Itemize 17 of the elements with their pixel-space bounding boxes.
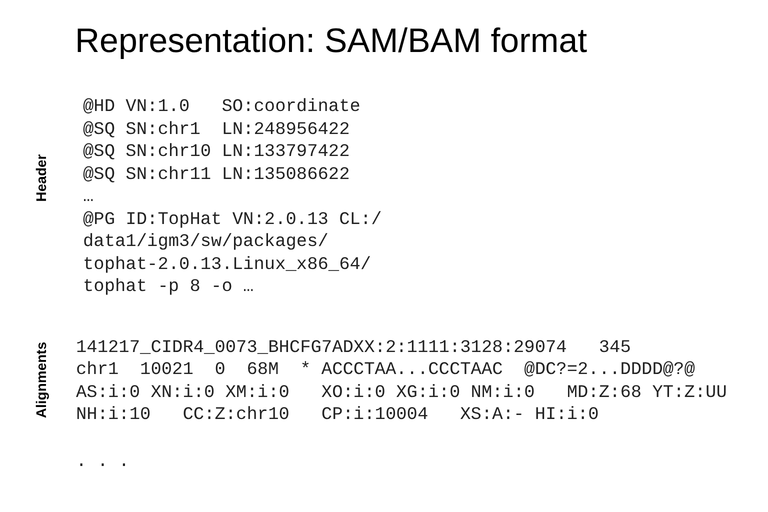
code-line: @PG ID:TopHat VN:2.0.13 CL:/ <box>83 209 382 231</box>
code-line: @SQ SN:chr10 LN:133797422 <box>83 141 350 163</box>
slide-title: Representation: SAM/BAM format <box>75 22 588 61</box>
code-line: NH:i:10 CC:Z:chr10 CP:i:10004 XS:A:- HI:i:0 <box>76 404 599 426</box>
code-line: chr1 10021 0 68M * ACCCTAA...CCCTAAC @DC?=2...DDDD@?@ <box>76 359 695 381</box>
section-label: Header <box>33 154 49 202</box>
code-line: @HD VN:1.0 SO:coordinate <box>83 96 360 118</box>
code-line: tophat -p 8 -o … <box>83 276 254 298</box>
code-line: data1/igm3/sw/packages/ <box>83 231 328 253</box>
code-line: 141217_CIDR4_0073_BHCFG7ADXX:2:1111:3128:29074 345 <box>76 337 631 359</box>
code-line: AS:i:0 XN:i:0 XM:i:0 XO:i:0 XG:i:0 NM:i:0 MD:Z:68 YT:Z:UU <box>76 382 727 404</box>
code-line: tophat-2.0.13.Linux_x86_64/ <box>83 254 372 276</box>
code-line: … <box>83 186 94 208</box>
section-label: Alignments <box>33 342 49 418</box>
code-line: @SQ SN:chr11 LN:135086622 <box>83 164 350 186</box>
code-line: . . . <box>76 451 130 473</box>
code-line: @SQ SN:chr1 LN:248956422 <box>83 119 350 141</box>
